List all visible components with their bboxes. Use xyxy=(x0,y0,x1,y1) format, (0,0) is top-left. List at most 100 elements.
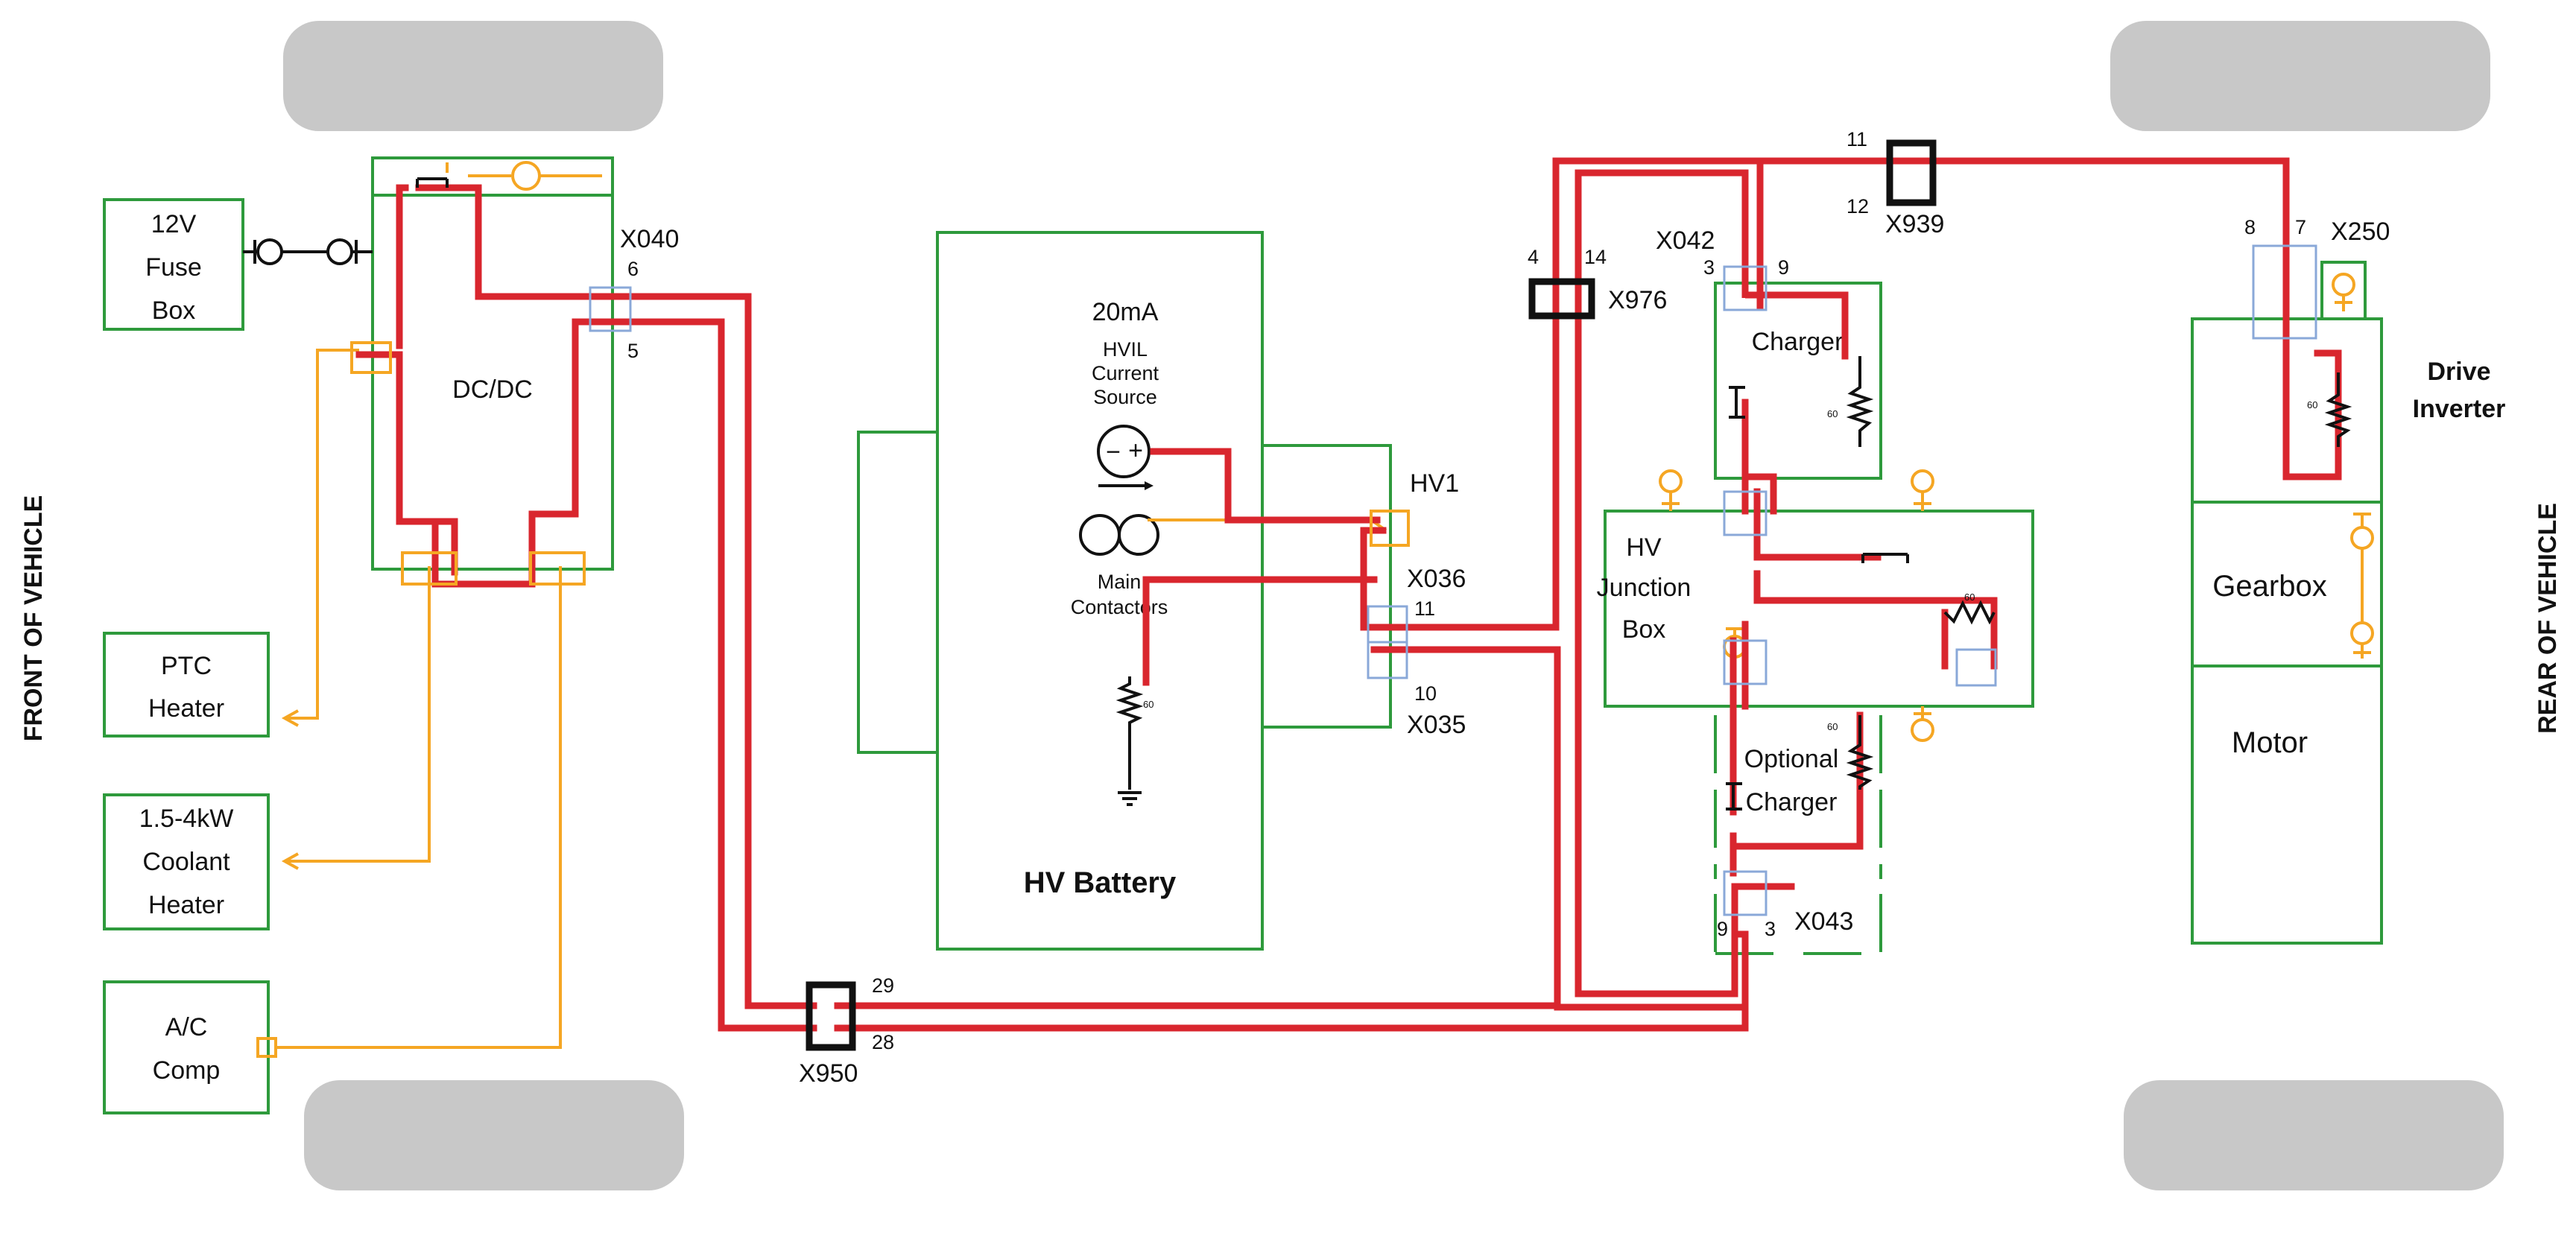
x043-pin-a: 9 xyxy=(1717,918,1728,940)
x040-pin-a: 6 xyxy=(627,258,639,280)
hv-junction-box-label-line1: HV xyxy=(1626,533,1662,562)
x939-connector-icon xyxy=(1886,139,1937,206)
gearbox-relay-icon-bottom xyxy=(2350,621,2374,645)
coolant-heater-label-line3: Heater xyxy=(148,891,224,919)
hvil-current-source: 20mA HVIL Current Source − + xyxy=(1092,298,1159,490)
fuse-box-label-line3: Box xyxy=(152,296,196,325)
jb-resistor-connector-icon xyxy=(1955,648,1997,687)
hv1-label: HV1 xyxy=(1410,469,1459,498)
x040-connector-icon xyxy=(589,286,632,332)
optional-charger-label-line1: Optional xyxy=(1744,745,1839,773)
x042-connector-icon xyxy=(1723,265,1768,311)
x043-pin-b: 3 xyxy=(1765,918,1776,940)
x250-pin-a: 8 xyxy=(2244,216,2256,238)
coolant-heater: 1.5-4kW Coolant Heater xyxy=(103,793,270,930)
jb-resistor-value: 60 xyxy=(1964,591,1975,603)
ac-compressor: A/C Comp xyxy=(103,980,270,1114)
dcdc-bottom-left-connector-icon xyxy=(401,551,458,586)
x036-pin: 11 xyxy=(1414,597,1435,620)
fuse-box: 12V Fuse Box xyxy=(103,198,244,331)
charger: Charger xyxy=(1714,282,1882,480)
dcdc-lv-terminal-icon xyxy=(511,161,541,191)
coolant-heater-label-line1: 1.5-4kW xyxy=(139,805,234,833)
motor: Motor xyxy=(2191,665,2383,945)
fuse-terminal-icon-left xyxy=(256,238,283,265)
hvil-source-label-line1: 20mA xyxy=(1092,298,1159,326)
current-source-minus-icon: − xyxy=(1106,438,1121,466)
x976-label: X976 xyxy=(1608,286,1667,314)
connector-labels: X040 6 5 HV1 X036 11 10 X035 29 28 X950 … xyxy=(620,128,2390,1088)
ptc-heater-label-line1: PTC xyxy=(161,652,212,680)
rear-right-wheel xyxy=(2124,1080,2504,1190)
dcdc-label: DC/DC xyxy=(452,375,533,404)
x035-label: X035 xyxy=(1407,711,1466,739)
front-left-wheel xyxy=(283,21,663,131)
hv-battery-label: HV Battery xyxy=(1024,866,1177,899)
main-contactors-label-line1: Main xyxy=(1098,571,1142,593)
battery-resistor-value: 60 xyxy=(1143,699,1153,710)
x035-pin: 10 xyxy=(1414,682,1437,705)
ac-comp-connector-icon xyxy=(256,1037,277,1058)
connector-squares xyxy=(350,244,2317,916)
optional-charger: Optional Charger xyxy=(1714,715,1882,955)
contactor-coil-icon-left xyxy=(1079,514,1121,556)
hvil-loop xyxy=(355,157,2342,1032)
x250-connector-icon xyxy=(2252,244,2317,340)
charger-resistor-value: 60 xyxy=(1827,408,1838,419)
x043-connector-icon xyxy=(1723,870,1768,916)
main-contactors: Main Contactors xyxy=(1071,514,1168,618)
x976-pin-a: 4 xyxy=(1528,246,1539,268)
drive-inverter-label-line1: Drive xyxy=(2427,358,2490,386)
dcdc-bottom-right-connector-icon xyxy=(529,551,586,586)
jb-top-connector-icon xyxy=(1723,490,1768,536)
current-source-plus-icon: + xyxy=(1128,437,1143,465)
fuse-box-label-line2: Fuse xyxy=(145,253,202,282)
x950-pin-b: 28 xyxy=(872,1031,894,1053)
drive-inverter-label-line2: Inverter xyxy=(2413,395,2506,423)
coolant-heater-arrow-icon xyxy=(281,852,299,870)
battery-resistor-to-ground: 60 xyxy=(1115,676,1153,806)
jb-resistor-icon xyxy=(1943,600,1996,625)
x976-pin-b: 14 xyxy=(1584,246,1607,268)
rear-left-wheel xyxy=(2110,21,2490,131)
inverter-resistor-icon xyxy=(2324,372,2352,447)
battery-resistor-icon xyxy=(1115,676,1144,790)
x035-connector-icon xyxy=(1367,641,1408,679)
fuse-terminal-icon-right xyxy=(326,238,353,265)
hv-junction-box-label-line3: Box xyxy=(1622,615,1666,644)
x043-label: X043 xyxy=(1794,907,1853,936)
x040-pin-b: 5 xyxy=(627,340,639,362)
inverter-relay-icon xyxy=(2332,273,2355,296)
ptc-heater: PTC Heater xyxy=(103,632,270,738)
main-contactors-label-line2: Contactors xyxy=(1071,596,1168,618)
gearbox-label: Gearbox xyxy=(2212,570,2326,603)
x042-pin-a: 3 xyxy=(1703,256,1715,279)
jb-relay-icon-top-left xyxy=(1659,469,1683,493)
hv-battery: HV Battery xyxy=(857,231,1392,951)
jb-relay-icon-bottom-right xyxy=(1911,718,1934,742)
hvil-source-label-line3: Current xyxy=(1092,362,1159,384)
rear-of-vehicle-label: REAR OF VEHICLE xyxy=(2534,503,2562,734)
front-right-wheel xyxy=(304,1080,684,1190)
x036-label: X036 xyxy=(1407,565,1466,593)
x976-connector-icon xyxy=(1528,278,1595,320)
ac-comp-label-line1: A/C xyxy=(165,1013,208,1041)
hvil-source-label-line4: Source xyxy=(1093,386,1157,408)
x939-pin-a: 11 xyxy=(1846,128,1867,150)
fuse-box-label-line1: 12V xyxy=(151,210,197,238)
current-direction-arrow-icon xyxy=(1145,481,1153,490)
optional-charger-resistor-icon xyxy=(1846,715,1874,790)
x042-label: X042 xyxy=(1656,226,1715,255)
x250-label: X250 xyxy=(2331,218,2390,246)
ptc-arrow-icon xyxy=(281,709,299,727)
ptc-heater-label-line2: Heater xyxy=(148,694,224,723)
hv-junction-box: HV Junction Box xyxy=(1597,510,2034,708)
contactor-coil-icon-right xyxy=(1118,514,1159,556)
gearbox-relay-icon-top xyxy=(2350,526,2374,550)
x950-label: X950 xyxy=(799,1059,858,1088)
charger-resistor-icon xyxy=(1846,356,1874,447)
inverter-resistor-value: 60 xyxy=(2307,399,2317,410)
dcdc-converter: DC/DC xyxy=(371,156,614,571)
current-source-icon xyxy=(1097,425,1151,478)
